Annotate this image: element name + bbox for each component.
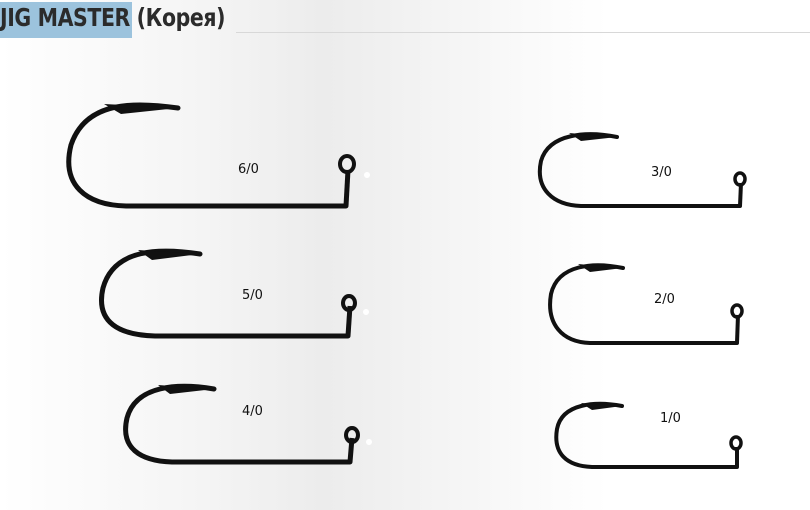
hook-1-0 [554, 401, 744, 471]
hook-2-0 [548, 262, 748, 347]
brand-name: JIG MASTER [0, 3, 130, 32]
hook-3-0 [537, 131, 752, 211]
jig-hook-icon [99, 248, 369, 339]
hook-size-label: 3/0 [651, 165, 672, 180]
hook-size-label: 1/0 [660, 411, 681, 426]
hook-size-label: 6/0 [238, 162, 259, 177]
hook-size-label: 2/0 [654, 292, 675, 307]
jig-hook-icon [66, 102, 370, 209]
title-highlight [0, 2, 132, 38]
hook-size-label: 4/0 [242, 404, 263, 419]
hook-5-0 [99, 248, 380, 348]
jig-hook-icon [548, 263, 744, 345]
hook-6-0 [66, 100, 386, 215]
region-label: (Корея) [136, 3, 226, 32]
page-title: JIG MASTER (Корея) [0, 3, 226, 32]
jig-hook-icon [554, 401, 743, 469]
title-divider [236, 32, 810, 33]
hook-size-label: 5/0 [242, 288, 263, 303]
jig-hook-icon [123, 383, 372, 465]
header: JIG MASTER (Корея) [0, 0, 810, 40]
jig-hook-icon [537, 132, 747, 208]
hook-4-0 [122, 383, 372, 473]
